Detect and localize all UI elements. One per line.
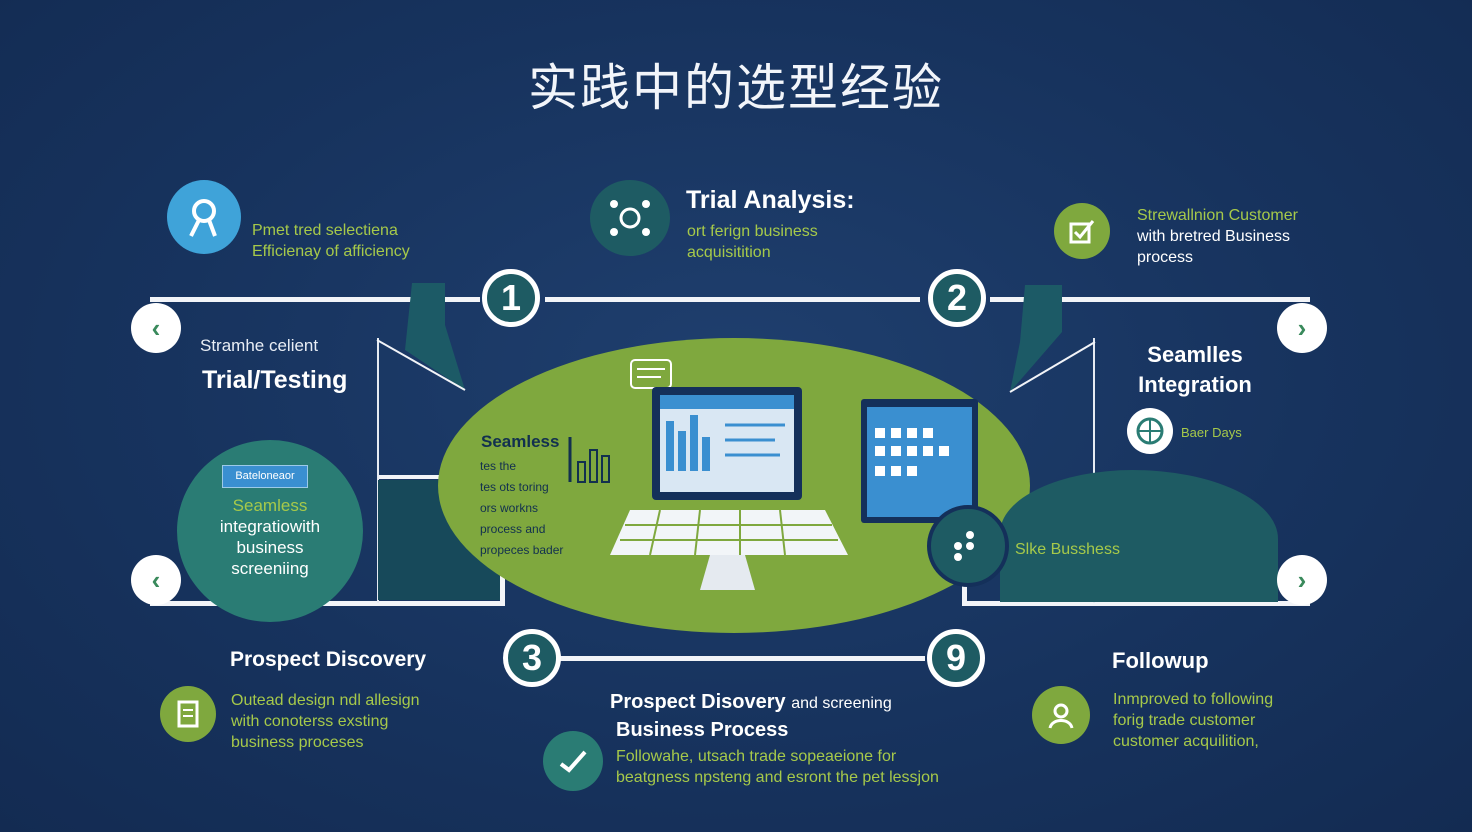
right-panel-mound — [1000, 470, 1278, 602]
chat-bubble-icon — [630, 359, 672, 389]
step-3-badge: 3 — [503, 629, 561, 687]
left-panel-circle-text: Seamless integratiowith business screeni… — [219, 496, 321, 578]
step-1-badge: 1 — [482, 269, 540, 327]
connector-bottom-right — [965, 601, 1310, 606]
checkbox-icon — [1054, 203, 1110, 259]
nav-right-bottom-button[interactable]: › — [1277, 555, 1327, 605]
step-2-badge: 2 — [928, 269, 986, 327]
user-icon — [1032, 686, 1090, 744]
connector-right-vertical — [962, 585, 967, 606]
bottom-center-heading: Prospect Disovery and screening Business… — [610, 691, 892, 741]
nav-right-top-button[interactable]: › — [1277, 303, 1327, 353]
dots-icon — [927, 505, 1009, 587]
tablet-icon — [861, 399, 978, 523]
divider-right — [1093, 338, 1095, 603]
top-right-text: Strewallnion Customer with bretred Busin… — [1137, 207, 1298, 266]
document-icon — [160, 686, 216, 742]
trial-testing-heading: Trial/Testing — [202, 366, 348, 394]
center-seamless-label: Seamless — [481, 432, 560, 451]
down-arrow-right-icon — [1009, 285, 1096, 393]
right-panel-business: Slke Busshess — [1015, 541, 1120, 558]
laptop-icon — [610, 387, 848, 590]
globe-icon — [1127, 408, 1173, 454]
connector-top-right — [990, 297, 1310, 302]
nav-left-bottom-button[interactable]: ‹ — [131, 555, 181, 605]
divider-left — [377, 338, 379, 603]
left-panel-badge: Bateloneaor — [222, 465, 308, 488]
followup-heading: Followup — [1112, 648, 1209, 673]
network-gear-icon — [590, 180, 670, 256]
step-9-badge: 9 — [927, 629, 985, 687]
connector-top-left — [150, 297, 480, 302]
connector-bottom-mid — [555, 656, 925, 661]
prospect-discovery-heading: Prospect Discovery — [230, 648, 427, 671]
trial-analysis-heading: Trial Analysis: — [686, 186, 855, 214]
checkmark-icon — [543, 731, 603, 791]
page-title: 实践中的选型经验 — [528, 59, 944, 117]
right-panel-days: Baer Days — [1181, 425, 1242, 440]
connector-bottom-left — [150, 601, 505, 606]
nav-left-top-button[interactable]: ‹ — [131, 303, 181, 353]
down-arrow-left-icon — [376, 283, 466, 391]
left-panel-subtitle: Stramhe celient — [200, 336, 319, 355]
compass-magnify-icon — [167, 180, 241, 254]
bar-chart-icon — [568, 437, 610, 483]
connector-top-mid — [545, 297, 920, 302]
